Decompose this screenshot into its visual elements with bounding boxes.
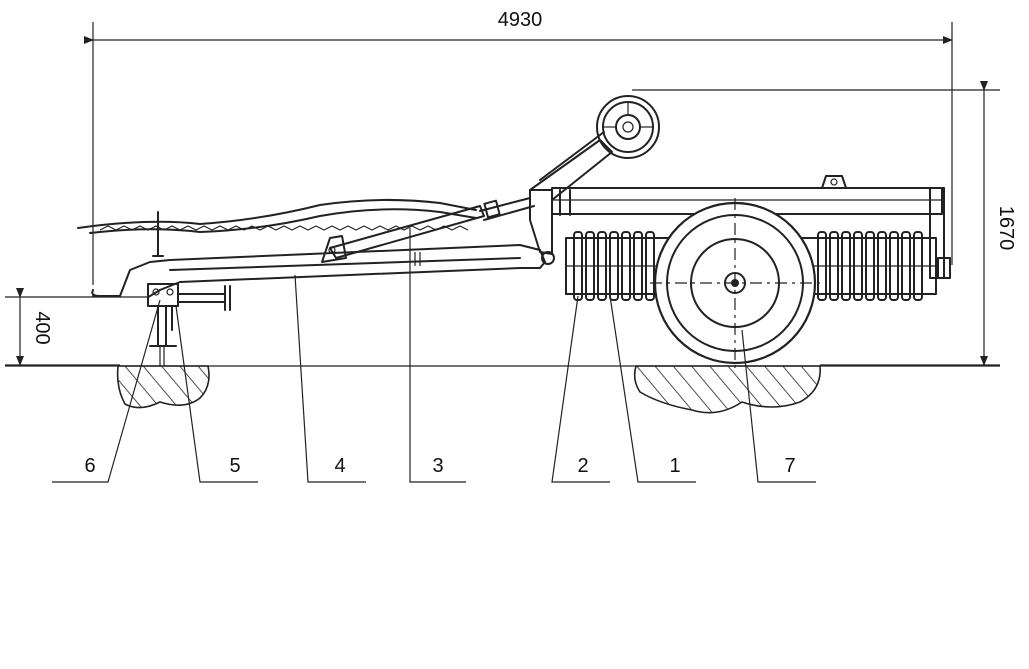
dim-height-label: 1670 (995, 206, 1017, 251)
disc-group-right (817, 231, 923, 301)
disc-group-left (573, 231, 655, 301)
dimension-overall-height: 1670 (632, 81, 1017, 366)
dim-length-label: 4930 (498, 9, 543, 31)
support-arm (529, 131, 613, 265)
callout-1: 1 (669, 455, 680, 477)
callout-4: 4 (334, 455, 345, 477)
main-wheel (650, 198, 820, 368)
hydraulic-cylinder (321, 197, 535, 263)
hydraulic-hose (77, 198, 477, 257)
dim-hitch-label: 400 (31, 311, 53, 344)
callout-leaders (52, 228, 816, 483)
transport-wheel-small (596, 95, 660, 159)
callout-7: 7 (784, 455, 795, 477)
callout-labels: 6 5 4 3 2 1 7 (84, 455, 795, 477)
ground-right (633, 365, 821, 414)
callout-2: 2 (577, 455, 588, 477)
drawbar (91, 244, 546, 297)
callout-6: 6 (84, 455, 95, 477)
callout-3: 3 (432, 455, 443, 477)
dimension-hitch-height: 400 (5, 288, 150, 366)
hitch-jack (147, 283, 231, 366)
dimension-overall-length: 4930 (84, 9, 953, 285)
callout-5: 5 (229, 455, 240, 477)
